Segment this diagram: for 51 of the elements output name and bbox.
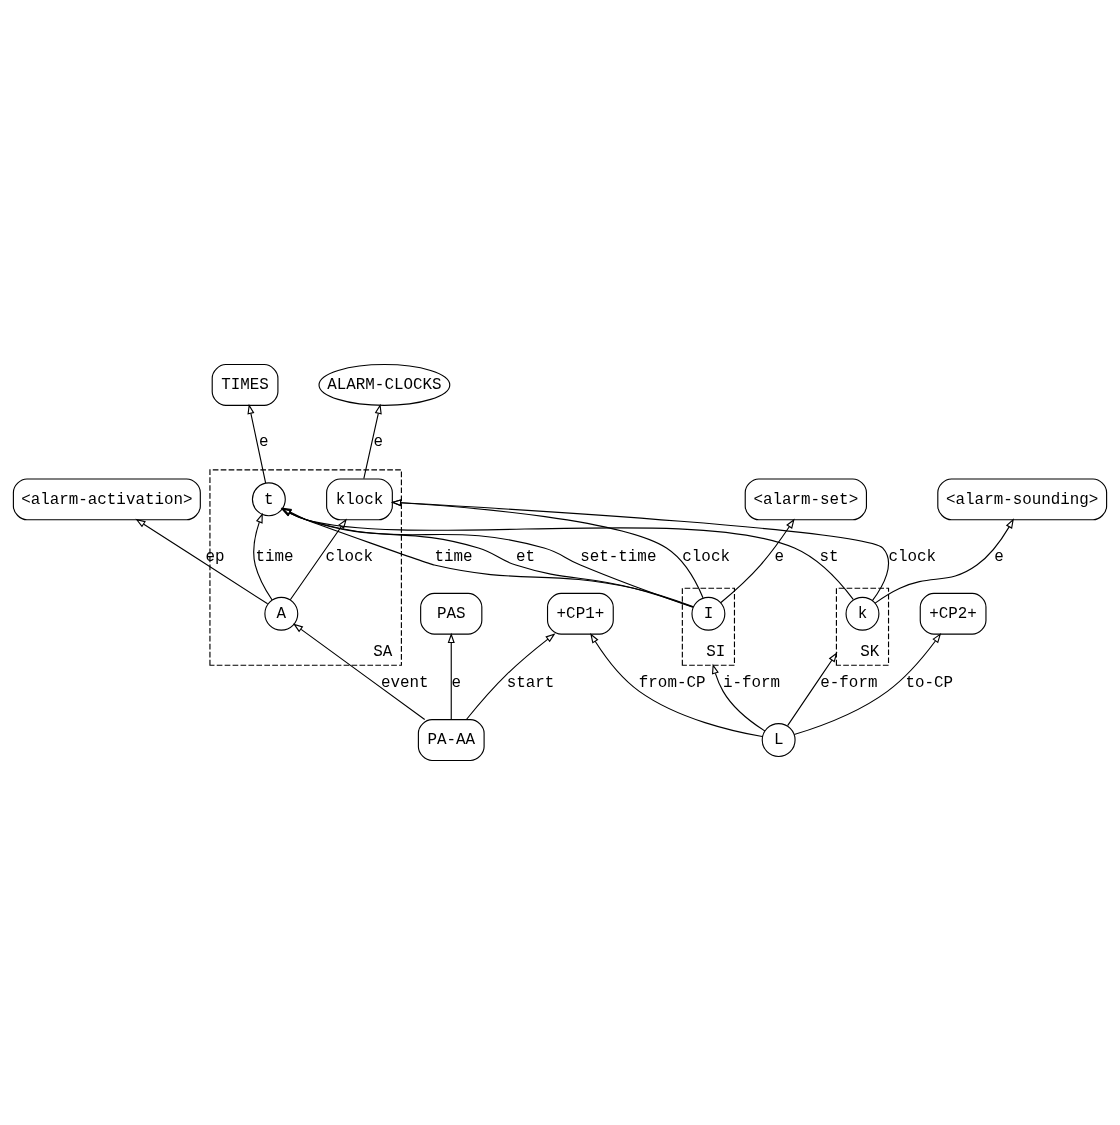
node-box: <alarm-activation> bbox=[12, 478, 201, 521]
arrow bbox=[391, 499, 704, 599]
edge-label: e bbox=[258, 433, 269, 452]
arrow bbox=[787, 652, 838, 727]
arrow bbox=[363, 403, 382, 480]
edge-label: e bbox=[373, 433, 383, 452]
node-circle: I bbox=[691, 596, 726, 631]
arrow bbox=[253, 512, 273, 601]
arrow bbox=[390, 499, 890, 602]
node-circle: A bbox=[264, 596, 299, 631]
edge-label: e bbox=[451, 674, 462, 693]
node-box: <alarm-set> bbox=[744, 478, 867, 521]
edge-label: e bbox=[994, 547, 1004, 566]
edge-label: clock bbox=[888, 547, 937, 566]
node-box: klock bbox=[326, 478, 393, 521]
arrow bbox=[293, 623, 426, 721]
arrow bbox=[135, 518, 269, 605]
arrow bbox=[465, 633, 556, 721]
node-box: TIMES bbox=[211, 363, 279, 406]
arrow bbox=[720, 518, 795, 604]
edge-label: e-form bbox=[820, 674, 878, 693]
edge-label: time bbox=[255, 547, 294, 566]
node-box: +CP2+ bbox=[919, 592, 987, 635]
node-box: PAS bbox=[420, 592, 483, 635]
arrow bbox=[874, 518, 1014, 604]
node-ellipse: ALARM-CLOCKS bbox=[318, 363, 451, 406]
edge-label: event bbox=[381, 674, 429, 693]
edge-label: st bbox=[819, 547, 839, 566]
arrow bbox=[711, 663, 766, 732]
edge-label: i-form bbox=[722, 674, 781, 693]
arrow bbox=[590, 633, 763, 738]
arrow bbox=[447, 632, 455, 721]
arrow bbox=[247, 403, 267, 484]
node-circle: k bbox=[845, 596, 880, 631]
node-box: <alarm-sounding> bbox=[937, 478, 1108, 521]
node-circle: t bbox=[251, 482, 286, 517]
node-box: +CP1+ bbox=[546, 592, 614, 635]
edge-label: e bbox=[774, 547, 784, 566]
edge-label: to-CP bbox=[905, 674, 954, 693]
edge-label: set-time bbox=[580, 547, 657, 566]
edge-label: et bbox=[515, 547, 535, 566]
edge-label: clock bbox=[325, 547, 374, 566]
edge-label: start bbox=[506, 674, 555, 693]
edge-label: from-CP bbox=[638, 674, 706, 693]
arrow bbox=[793, 632, 942, 736]
arrow bbox=[280, 508, 854, 600]
edge-label: time bbox=[434, 547, 473, 566]
arrow bbox=[289, 518, 347, 601]
node-box: PA-AA bbox=[417, 719, 485, 762]
node-circle: L bbox=[761, 723, 796, 758]
edge-label: clock bbox=[682, 547, 730, 566]
